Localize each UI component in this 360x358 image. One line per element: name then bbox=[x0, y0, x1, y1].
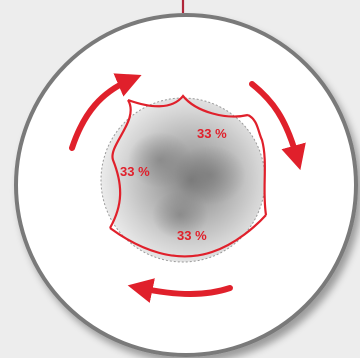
segment-label-bottom: 33 % bbox=[177, 228, 207, 243]
segment-boundary-left bbox=[109, 99, 132, 229]
segment-label-top: 33 % bbox=[197, 126, 227, 141]
core-sphere bbox=[100, 97, 266, 263]
segment-label-left: 33 % bbox=[120, 164, 150, 179]
curved-arrow-icon-upper-right bbox=[249, 81, 306, 171]
segment-boundary-top bbox=[127, 94, 249, 118]
curved-arrow-icon-bottom bbox=[127, 278, 233, 303]
curved-arrow-icon-upper-left bbox=[69, 73, 142, 151]
segment-boundary-bottom bbox=[109, 214, 267, 258]
segment-boundaries bbox=[109, 94, 268, 258]
segment-boundary-right bbox=[247, 114, 268, 216]
